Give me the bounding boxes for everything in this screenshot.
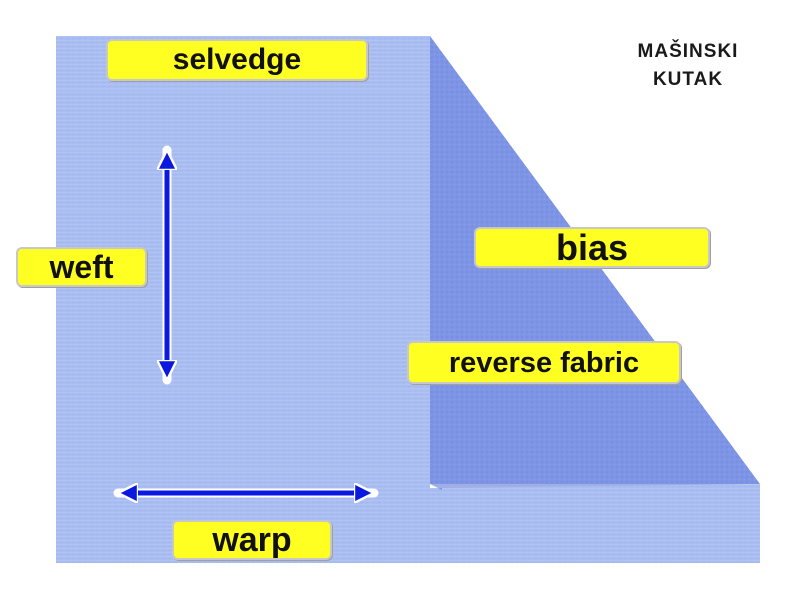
reverse-fabric-label: reverse fabric	[407, 341, 681, 384]
fabric-underside	[442, 484, 760, 563]
brand-watermark: MAŠINSKI KUTAK	[608, 38, 768, 94]
bias-label: bias	[474, 227, 710, 268]
weft-label: weft	[16, 247, 147, 287]
selvedge-label: selvedge	[106, 39, 368, 81]
brand-line-1: MAŠINSKI	[637, 41, 739, 62]
fabric-thread-lines	[56, 89, 442, 471]
brand-line-2: KUTAK	[652, 69, 724, 90]
warp-label: warp	[172, 520, 332, 560]
